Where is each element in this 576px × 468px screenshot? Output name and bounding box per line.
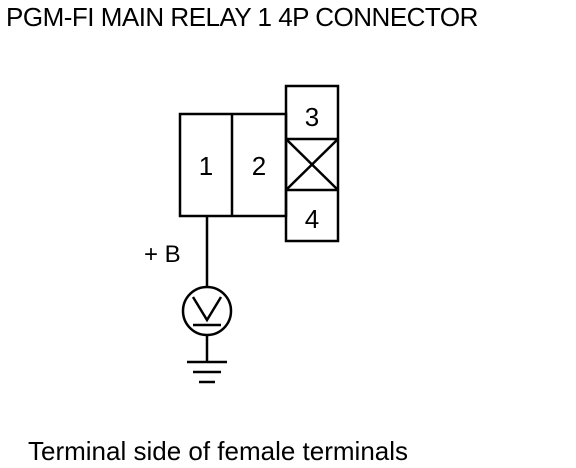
connector-right-column xyxy=(284,84,340,243)
probe-label: + B xyxy=(144,241,181,268)
terminal-1-label: 1 xyxy=(199,151,213,181)
terminal-4-label: 4 xyxy=(305,204,319,234)
diagram-caption: Terminal side of female terminals xyxy=(28,436,409,466)
diagram-title: PGM-FI MAIN RELAY 1 4P CONNECTOR xyxy=(6,2,478,32)
voltmeter-symbol xyxy=(181,285,233,337)
voltmeter-v-icon xyxy=(191,296,223,323)
terminal-2-label: 2 xyxy=(252,151,266,181)
blank-cavity-x-2 xyxy=(285,138,339,191)
terminal-3-label: 3 xyxy=(305,102,319,132)
